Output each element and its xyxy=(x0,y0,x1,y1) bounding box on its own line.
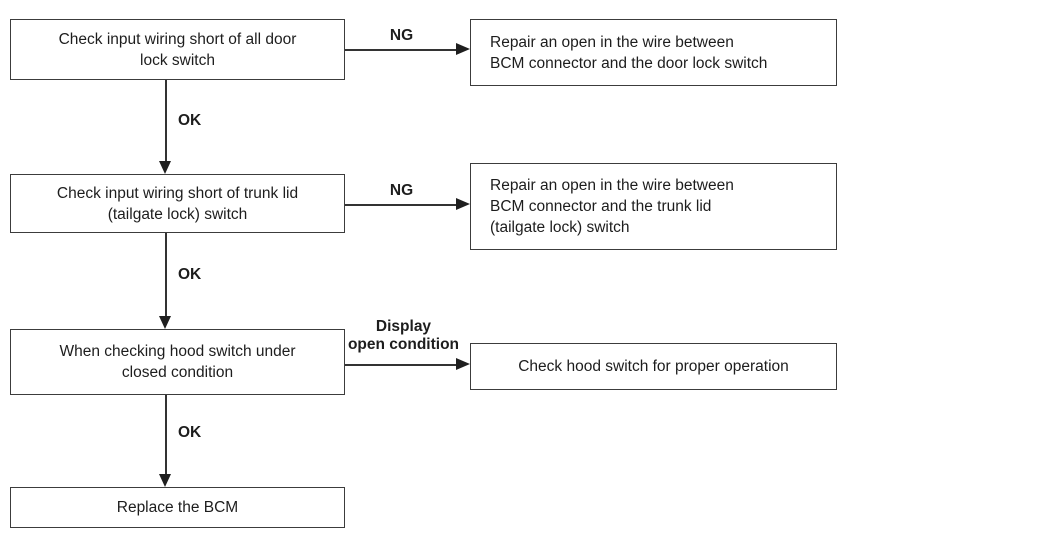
arrow-line-step1-to-branch1 xyxy=(345,49,458,51)
ng-label-2: NG xyxy=(389,182,414,199)
step-1-box: Check input wiring short of all door loc… xyxy=(10,19,345,80)
arrow-line-step3-to-step4 xyxy=(165,395,167,474)
arrowhead-down-2-icon xyxy=(159,316,171,329)
step-4-text: Replace the BCM xyxy=(116,499,239,516)
branch-2-box: Repair an open in the wire between BCM c… xyxy=(470,163,837,250)
display-open-condition-label: Display open condition xyxy=(347,318,460,353)
ok-label-1: OK xyxy=(178,112,202,129)
arrowhead-down-1-icon xyxy=(159,161,171,174)
branch-1-box: Repair an open in the wire between BCM c… xyxy=(470,19,837,86)
step-2-text: Check input wiring short of trunk lid (t… xyxy=(56,184,299,223)
branch-1-text: Repair an open in the wire between BCM c… xyxy=(490,33,768,72)
branch-2-text: Repair an open in the wire between BCM c… xyxy=(490,177,734,236)
arrow-line-step3-to-branch3 xyxy=(345,364,458,366)
arrowhead-right-1-icon xyxy=(456,43,470,55)
arrow-line-step2-to-step3 xyxy=(165,233,167,317)
step-3-box: When checking hood switch under closed c… xyxy=(10,329,345,395)
arrow-line-step1-to-step2 xyxy=(165,80,167,162)
arrowhead-right-2-icon xyxy=(456,198,470,210)
branch-3-box: Check hood switch for proper operation xyxy=(470,343,837,390)
arrowhead-down-3-icon xyxy=(159,474,171,487)
branch-3-text: Check hood switch for proper operation xyxy=(518,358,789,375)
step-3-text: When checking hood switch under closed c… xyxy=(59,343,296,381)
ok-label-2: OK xyxy=(178,266,202,283)
ng-label-1: NG xyxy=(389,27,414,44)
ok-label-3: OK xyxy=(178,424,202,441)
arrow-line-step2-to-branch2 xyxy=(345,204,458,206)
step-4-box: Replace the BCM xyxy=(10,487,345,528)
step-1-text: Check input wiring short of all door loc… xyxy=(58,30,297,69)
step-2-box: Check input wiring short of trunk lid (t… xyxy=(10,174,345,233)
arrowhead-right-3-icon xyxy=(456,358,470,370)
